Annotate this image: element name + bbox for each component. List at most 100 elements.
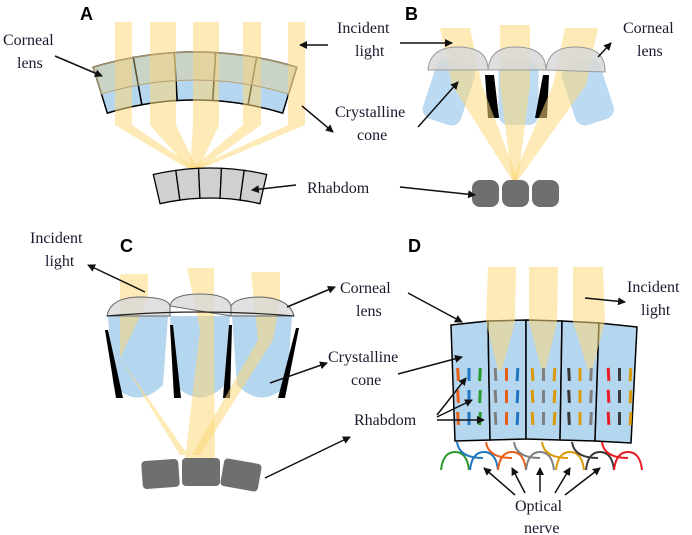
arrow-d-rhabdom-2 xyxy=(436,399,473,418)
d-rhabdom-receptor xyxy=(606,367,611,381)
d-rhabdom-receptor xyxy=(542,390,545,403)
arrow-d-nerve-4 xyxy=(554,467,571,494)
d-optical-label-1: Optical xyxy=(515,498,563,515)
d-optical-nerve-fiber xyxy=(541,441,569,459)
d-optical-nerve-fiber xyxy=(513,441,541,459)
d-rhabdom-receptor xyxy=(567,411,571,425)
arrow-d-nerve-1 xyxy=(483,467,516,496)
c-rhabdom xyxy=(220,458,262,492)
b-corneal-label-2: lens xyxy=(637,43,663,60)
c-pigment-cell xyxy=(170,325,181,398)
d-light-beam xyxy=(486,267,516,370)
d-rhabdom-receptor xyxy=(456,389,460,403)
d-rhabdom-receptor xyxy=(552,368,557,382)
d-optical-nerve-fiber xyxy=(571,441,599,459)
d-rhabdom-receptor xyxy=(618,412,621,425)
a-rhabdom-label: Rhabdom xyxy=(307,180,370,197)
d-optical-nerve-fiber xyxy=(601,441,629,459)
b-rhabdom xyxy=(502,180,529,207)
a-corneal-lens xyxy=(92,51,298,95)
d-optical-nerve-fiber xyxy=(525,450,555,471)
d-rhabdom-receptor xyxy=(578,412,582,425)
arrow-c-rhabdom xyxy=(264,436,351,479)
c-light-beam xyxy=(192,272,280,455)
b-corneal-label-1: Corneal xyxy=(623,20,674,37)
d-rhabdom-receptor xyxy=(515,390,520,404)
c-rhabdom xyxy=(141,458,180,489)
arrow-d-incident xyxy=(584,297,626,306)
panel-label-d: D xyxy=(408,236,421,256)
a-rhabdom-segment xyxy=(239,169,268,205)
d-rhabdom-receptor xyxy=(530,411,535,425)
d-rhabdom-receptor xyxy=(618,390,621,403)
d-rhabdom-receptor xyxy=(467,412,471,425)
a-corneal-label-1: Corneal xyxy=(3,32,54,49)
c-corneal-label-2: lens xyxy=(356,303,382,320)
a-corneal-label-2: lens xyxy=(17,55,43,72)
a-light-beam xyxy=(150,22,198,170)
c-pigment-cell xyxy=(223,325,232,398)
arrow-d-rhabdom-1 xyxy=(436,377,467,416)
c-crystalline-label-1: Crystalline xyxy=(328,349,398,366)
arrow-a-rhabdom xyxy=(251,184,297,194)
arrow-c-incident xyxy=(87,264,146,293)
a-rhabdom-segment xyxy=(175,167,201,201)
a-incident-label-2: light xyxy=(355,43,385,60)
arrow-c-crystalline xyxy=(269,361,328,384)
d-optical-nerve-fiber xyxy=(497,450,527,471)
d-rhabdom-receptor xyxy=(530,389,535,403)
d-optical-label-2: nerve xyxy=(524,520,560,535)
c-corneal-lens xyxy=(230,296,295,317)
d-rhabdom-receptor xyxy=(493,411,498,425)
d-incident-label-1: Incident xyxy=(627,279,680,296)
d-rhabdom-receptor xyxy=(606,389,611,403)
panel-label-c: C xyxy=(120,236,133,256)
d-rhabdom-receptor xyxy=(542,412,545,425)
b-rhabdom xyxy=(532,180,559,207)
arrow-c-corneal xyxy=(286,286,336,308)
d-rhabdom-receptor xyxy=(552,412,557,426)
c-corneal-baseline xyxy=(106,311,295,317)
d-rhabdom-receptor xyxy=(515,368,520,382)
d-optical-nerve-fiber xyxy=(440,450,470,471)
arrow-b-rhabdom xyxy=(399,186,476,199)
a-light-beam xyxy=(190,22,261,170)
c-light-beam xyxy=(120,274,188,455)
d-rhabdom-receptor xyxy=(478,390,482,404)
c-pigment-cell xyxy=(278,328,299,398)
arrow-a-crystalline xyxy=(301,105,334,133)
d-rhabdom-receptor xyxy=(530,367,535,381)
d-optical-nerve-fiber xyxy=(585,450,615,471)
d-rhabdom-receptor xyxy=(505,368,508,381)
panel-label-a: A xyxy=(80,4,93,24)
c-crystalline-label-2: cone xyxy=(351,372,381,389)
d-ommatidium xyxy=(594,322,638,444)
d-rhabdom-receptor xyxy=(515,412,520,426)
b-rhabdom xyxy=(472,180,499,207)
b-corneal-lens xyxy=(487,46,547,71)
d-rhabdom-receptor xyxy=(505,412,508,425)
panel-label-b: B xyxy=(405,4,418,24)
d-rhabdom-receptor xyxy=(628,368,633,382)
annotation-arrows xyxy=(54,39,626,496)
d-rhabdom-receptor xyxy=(505,390,508,403)
d-rhabdom-receptor xyxy=(456,411,460,425)
d-rhabdom-receptor xyxy=(493,367,498,381)
arrow-d-nerve-5 xyxy=(564,467,601,496)
d-rhabdom-receptor xyxy=(467,390,471,403)
arrow-b-corneal xyxy=(597,42,612,58)
arrow-d-crystalline xyxy=(397,354,463,375)
d-rhabdom-receptor xyxy=(628,412,633,426)
c-light-beam xyxy=(185,268,215,460)
d-rhabdom-receptor xyxy=(542,368,545,381)
arrow-b-crystalline xyxy=(417,81,459,128)
d-incident-label-2: light xyxy=(641,302,671,319)
d-rhabdom-receptor xyxy=(478,368,482,382)
d-light-beam xyxy=(529,267,558,370)
d-rhabdom-receptor xyxy=(589,368,593,382)
d-optical-nerve-fiber xyxy=(613,450,643,471)
c-rhabdom-label: Rhabdom xyxy=(354,412,417,429)
d-rhabdom-receptor xyxy=(578,390,582,403)
